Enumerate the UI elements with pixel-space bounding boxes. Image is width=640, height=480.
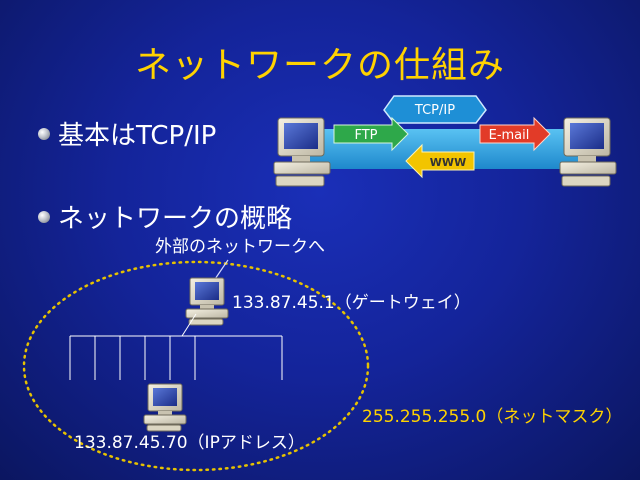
- bullet-icon: [38, 210, 50, 223]
- tcpip-label: TCP/IP: [414, 103, 455, 118]
- lan-bus: [69, 335, 283, 380]
- external-network-label: 外部のネットワークへ: [155, 237, 325, 257]
- slide-title: ネットワークの仕組み: [134, 45, 505, 86]
- gateway-label: 133.87.45.1（ゲートウェイ）: [232, 293, 471, 313]
- www-arrow: WWW: [405, 143, 475, 179]
- ftp-arrow: FTP: [333, 116, 409, 152]
- bullet-icon: [38, 127, 50, 140]
- network-diagram: [22, 259, 370, 472]
- ip-address-label: 133.87.45.70（IPアドレス）: [74, 433, 305, 453]
- protocol-diagram: TCP/IP FTP E-mail WWW: [273, 95, 617, 187]
- www-label: WWW: [430, 156, 466, 169]
- bullet-text: 基本はTCP/IP: [58, 121, 217, 151]
- computer-left-icon: [273, 117, 331, 187]
- netmask-label: 255.255.255.0（ネットマスク）: [362, 407, 623, 427]
- subnet-ellipse: [22, 260, 370, 472]
- ftp-label: FTP: [354, 128, 377, 143]
- bullet-network-overview: ネットワークの概略: [38, 198, 292, 235]
- bullet-tcpip: 基本はTCP/IP: [38, 115, 216, 152]
- tcpip-label-box: TCP/IP: [383, 95, 487, 124]
- bullet-text: ネットワークの概略: [58, 204, 293, 234]
- host-computer-icon: [143, 383, 187, 432]
- email-label: E-mail: [489, 128, 530, 143]
- gateway-computer-icon: [185, 277, 229, 326]
- email-arrow: E-mail: [479, 116, 551, 152]
- gateway-link-line: [181, 313, 197, 337]
- computer-right-icon: [559, 117, 617, 187]
